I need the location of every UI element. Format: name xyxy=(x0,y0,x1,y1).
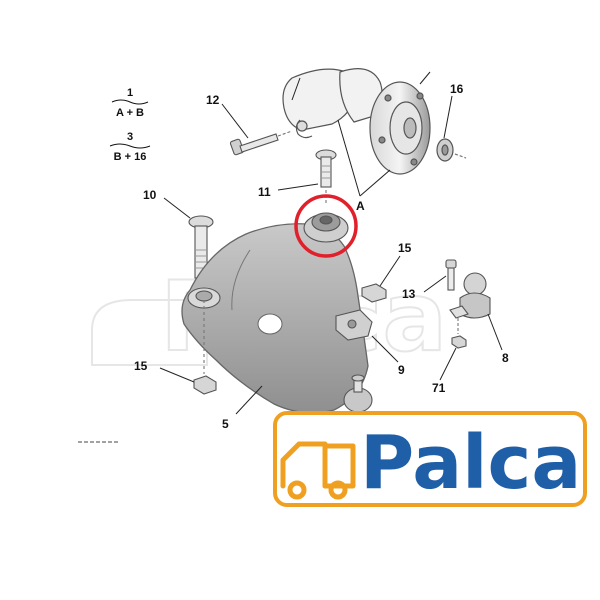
nut-15-lower xyxy=(193,300,217,395)
callout-11: 11 xyxy=(258,185,271,199)
legend: 1 A + B 3 B + 16 xyxy=(109,87,151,163)
legend-1-formula: A + B xyxy=(116,107,144,119)
callout-10: 10 xyxy=(143,188,157,202)
nut-71 xyxy=(451,318,467,349)
bolt-13 xyxy=(445,259,457,291)
callout-16: 16 xyxy=(450,82,464,96)
callout-8: 8 xyxy=(502,351,509,365)
ball-joint-8 xyxy=(449,272,491,319)
callout-A: A xyxy=(356,199,365,213)
leader-lines xyxy=(159,71,503,415)
hub-nut xyxy=(436,138,467,162)
brand-name: Palca xyxy=(360,420,581,506)
callout-5: 5 xyxy=(222,417,229,431)
steering-knuckle xyxy=(282,68,383,139)
callout-15-lower: 15 xyxy=(134,359,148,373)
callout-15-upper: 15 xyxy=(398,241,412,255)
callout-71: 71 xyxy=(432,381,446,395)
callout-12: 12 xyxy=(206,93,220,107)
wheel-hub xyxy=(369,81,431,175)
callout-9: 9 xyxy=(398,363,405,377)
front-bushing xyxy=(187,287,221,309)
legend-3-formula: B + 16 xyxy=(114,151,147,163)
truck-icon xyxy=(280,441,356,500)
rear-bushing xyxy=(303,212,349,243)
callouts: 12 16 10 11 A 15 13 8 9 15 5 71 xyxy=(134,82,509,431)
callout-13: 13 xyxy=(402,287,416,301)
legend-3-number: 3 xyxy=(127,131,133,143)
nut-15-upper xyxy=(361,283,387,303)
legend-1-number: 1 xyxy=(127,87,133,99)
arm-ball-joint xyxy=(343,374,373,413)
palca-logo: Palca xyxy=(273,411,587,507)
bracket-9 xyxy=(335,309,373,341)
bolt-11 xyxy=(315,149,337,204)
bolt-12 xyxy=(229,130,293,156)
control-arm xyxy=(181,223,369,414)
highlight-circle xyxy=(294,194,358,258)
